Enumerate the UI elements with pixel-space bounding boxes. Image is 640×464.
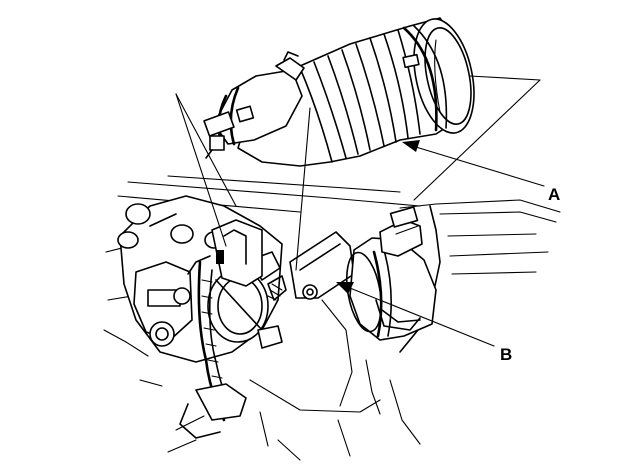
callout-a-label: A	[548, 185, 560, 204]
engine-background-lines	[103, 175, 561, 461]
callout-b-label: B	[500, 345, 512, 364]
intake-connector-hose	[289, 206, 437, 341]
leader-lines	[175, 75, 545, 347]
air-intake-duct	[203, 17, 475, 167]
throttle-body	[117, 195, 287, 439]
